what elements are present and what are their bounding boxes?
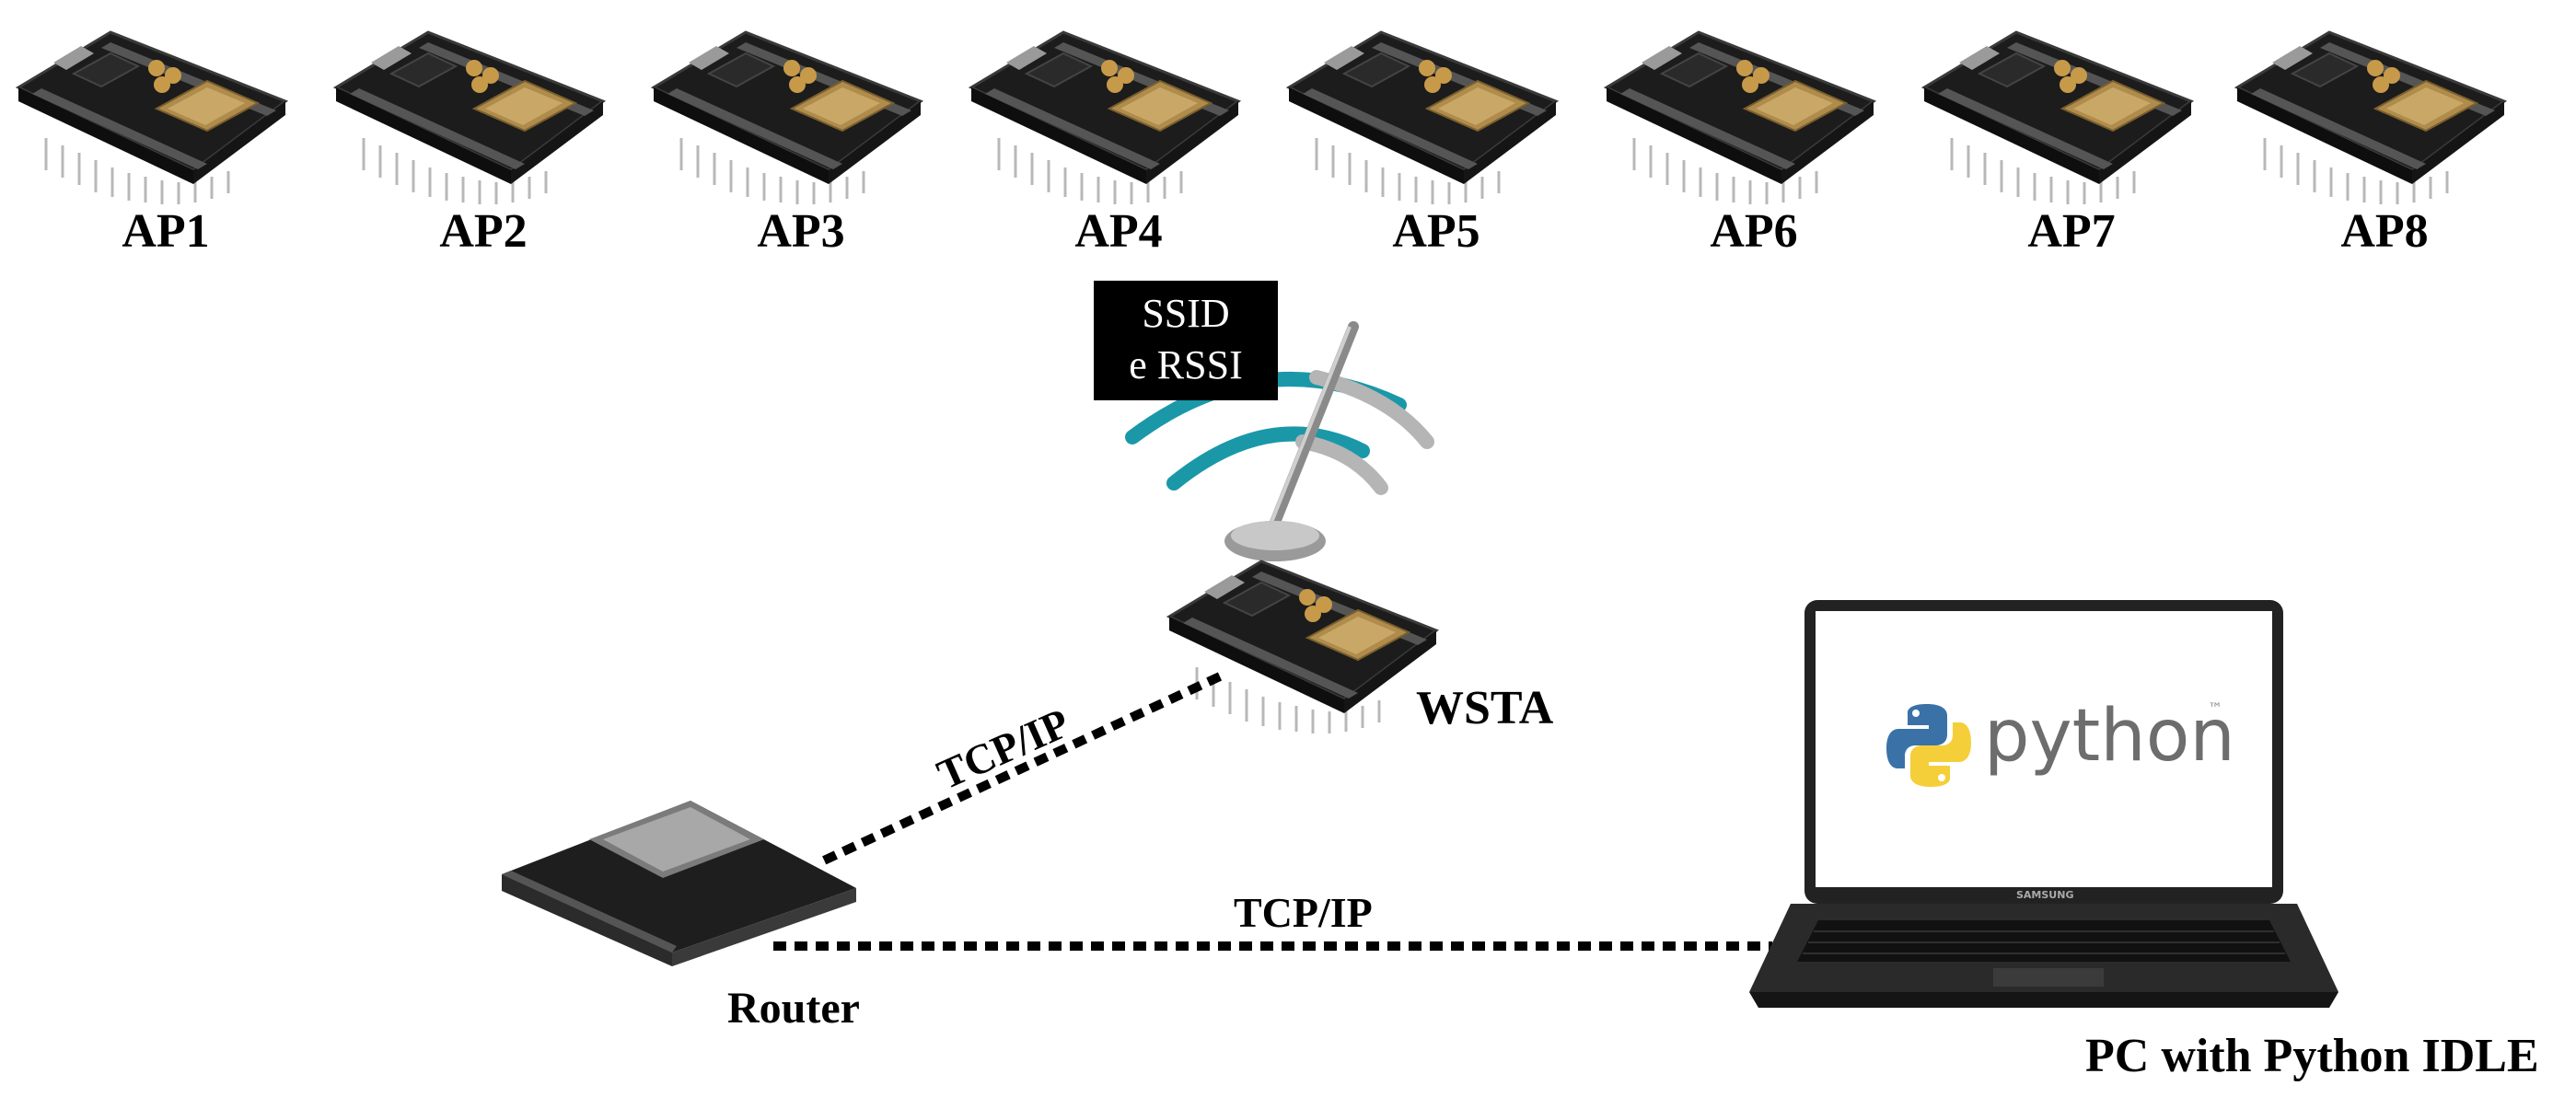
- laptop: python ™ SAMSUNG: [1740, 598, 2348, 1012]
- ap-label: AP1: [122, 205, 210, 258]
- link-label-router-pc: TCP/IP: [1234, 889, 1373, 936]
- link-wsta-router: [821, 672, 1223, 865]
- ap-label: AP5: [1392, 205, 1480, 258]
- access-point-ap1: AP1: [9, 0, 322, 276]
- access-point-ap3: AP3: [644, 0, 957, 276]
- rssi-line: e RSSI: [1129, 342, 1243, 387]
- laptop-brand: SAMSUNG: [2016, 889, 2074, 901]
- ssid-rssi-box: SSID e RSSI: [1094, 281, 1278, 400]
- ap-label: AP3: [757, 205, 845, 258]
- access-point-ap7: AP7: [1915, 0, 2228, 276]
- ap-label: AP8: [2340, 205, 2429, 258]
- ap-label: AP4: [1074, 205, 1163, 258]
- python-wordmark: python: [1984, 695, 2235, 778]
- pc-label: PC with Python IDLE: [2085, 1030, 2539, 1082]
- access-point-ap5: AP5: [1280, 0, 1593, 276]
- wsta-label: WSTA: [1416, 682, 1554, 734]
- router-icon: [502, 801, 856, 966]
- access-point-ap8: AP8: [2228, 0, 2541, 276]
- trademark-mark: ™: [2208, 699, 2222, 717]
- python-logo-icon: [1886, 704, 1971, 787]
- ssid-line: SSID: [1142, 291, 1230, 336]
- access-point-ap6: AP6: [1597, 0, 1910, 276]
- router-label: Router: [727, 984, 860, 1033]
- laptop-icon: [1749, 600, 2338, 1008]
- access-point-ap2: AP2: [327, 0, 640, 276]
- ap-label: AP7: [2027, 205, 2116, 258]
- ap-label: AP6: [1710, 205, 1798, 258]
- access-point-ap4: AP4: [962, 0, 1275, 276]
- ap-label: AP2: [439, 205, 528, 258]
